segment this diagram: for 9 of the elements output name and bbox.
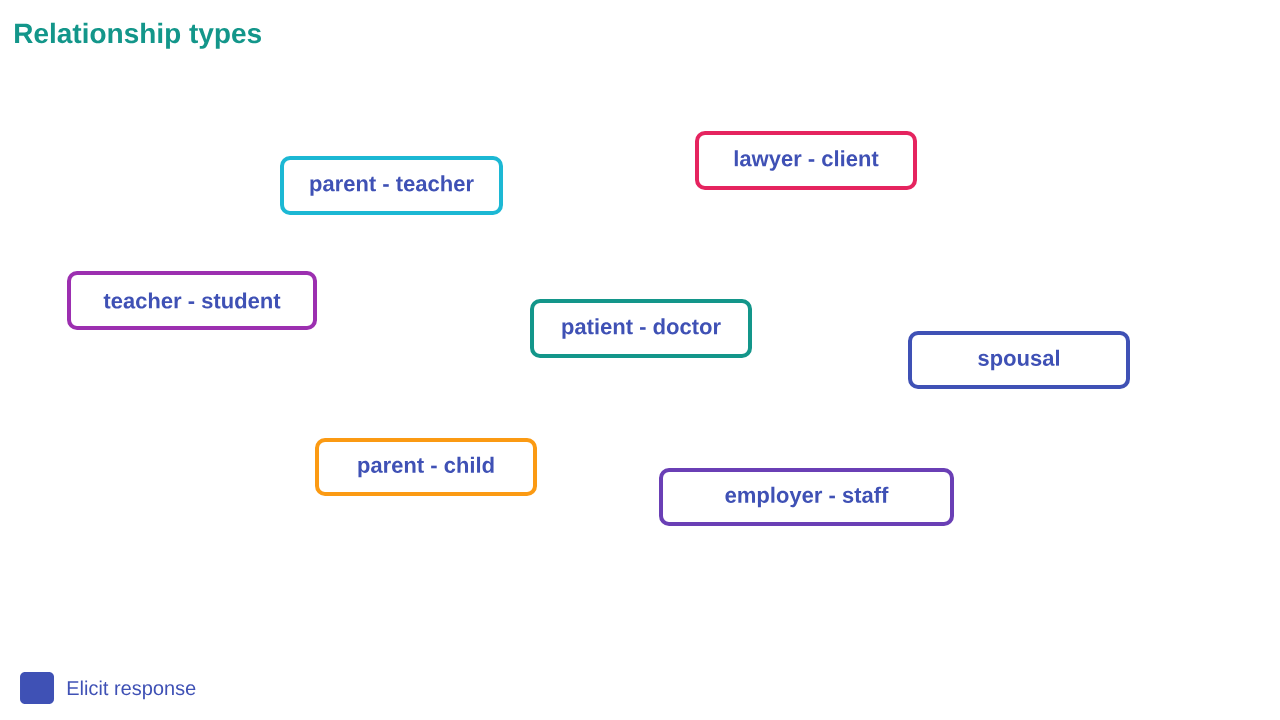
- legend-label: Elicit response: [67, 680, 196, 700]
- title: Relationship types: [15, 22, 261, 49]
- relationship-box: lawyer - client: [695, 131, 917, 190]
- relationship-box: employer - staff: [659, 468, 954, 526]
- relationship-box: spousal: [908, 331, 1130, 389]
- relationship-box: patient - doctor: [530, 299, 752, 358]
- relationship-box: parent - child: [315, 438, 537, 496]
- relationship-box: parent - teacher: [280, 156, 503, 215]
- relationship-box: teacher - student: [67, 271, 317, 330]
